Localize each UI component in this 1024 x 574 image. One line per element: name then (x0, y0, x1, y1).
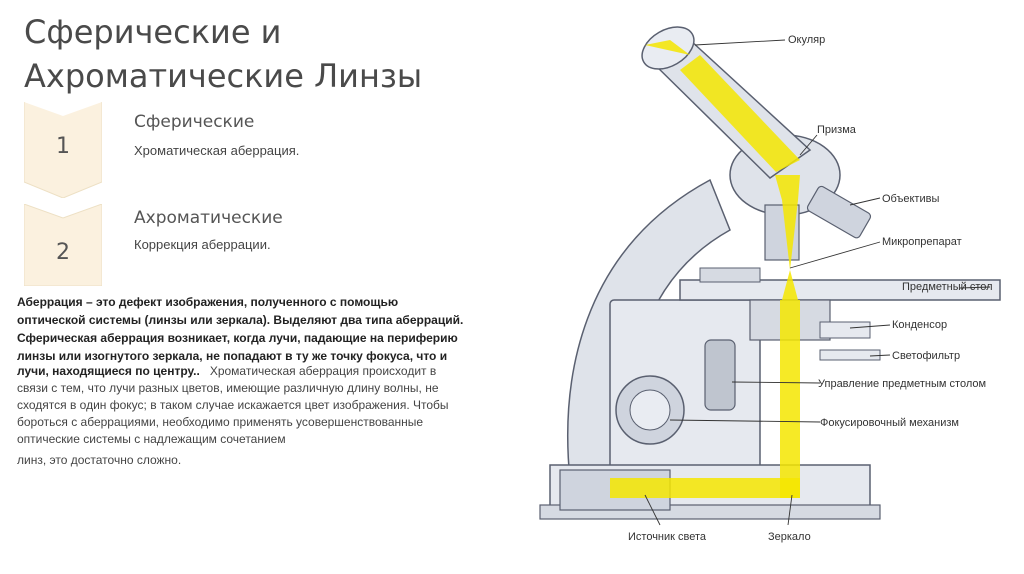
leader-focus (669, 419, 821, 423)
label-stage: Предметный стол (902, 281, 993, 293)
beam-focus-upper (782, 200, 798, 270)
page-title: Сферические и Ахроматические Линзы (24, 10, 544, 98)
chromatic-aberration-text: лучи, находящиеся по центру.. Хроматичес… (17, 363, 467, 469)
objective-side (806, 185, 872, 239)
beam-prism (775, 175, 800, 200)
step-2-chevron (24, 204, 102, 286)
step-1-chevron (24, 102, 102, 198)
condenser-knob (819, 321, 871, 339)
light-path (610, 40, 800, 498)
beam-eyepiece (680, 55, 800, 172)
leader-filter (869, 354, 891, 357)
label-objectives: Объективы (882, 193, 939, 205)
leader-stage-control (731, 381, 821, 384)
page-title-line-1: Сферические и (24, 13, 282, 51)
light-filter (819, 349, 881, 361)
label-prism: Призма (817, 124, 857, 136)
aberration-definition: Аберрация – это дефект изображения, полу… (17, 295, 464, 363)
beam-horizontal (610, 478, 800, 498)
leader-light-source (644, 494, 661, 526)
stage-clip (699, 267, 761, 283)
label-focus: Фокусировочный механизм (820, 417, 959, 429)
beam-vertical-lower (780, 300, 800, 498)
step-1-marker: 1 (24, 102, 102, 198)
label-stage-control: Управление предметным столом (818, 378, 986, 390)
step-2-title: Ахроматические (134, 208, 283, 228)
label-condenser: Конденсор (892, 319, 947, 331)
leader-stage (959, 286, 991, 289)
label-eyepiece: Окуляр (788, 34, 825, 46)
label-light-source: Источник света (628, 531, 707, 543)
focus-knob-center (629, 389, 671, 431)
step-2-description: Коррекция аберрации. (134, 237, 271, 252)
step-2-number: 2 (56, 240, 70, 265)
step-1-title: Сферические (134, 112, 255, 132)
objective-main (764, 204, 800, 261)
label-mirror: Зеркало (768, 531, 811, 543)
leader-mirror (787, 494, 793, 526)
stage-control-knob (704, 339, 736, 411)
leader-specimen (789, 241, 881, 269)
microscope-diagram: Окуляр Призма Объективы Микропрепарат Пр… (539, 26, 1001, 543)
step-2-marker: 2 (24, 204, 102, 294)
beam-focus-lower (782, 270, 798, 300)
leader-condenser (849, 324, 891, 329)
leader-eyepiece (694, 39, 786, 46)
step-1-description: Хроматическая аберрация. (134, 143, 300, 158)
leader-objectives (849, 197, 881, 206)
chromatic-aberration-body: Хроматическая аберрация происходит в свя… (17, 364, 449, 446)
chromatic-aberration-lead: лучи, находящиеся по центру.. (17, 364, 200, 378)
leader-prism (799, 134, 818, 156)
beam-exit (645, 40, 690, 55)
chromatic-aberration-tail: линз, это достаточно сложно. (17, 453, 182, 467)
label-filter: Светофильтр (892, 350, 960, 362)
label-specimen: Микропрепарат (882, 236, 962, 248)
leader-lines (644, 39, 991, 526)
page-title-line-2: Ахроматические Линзы (24, 57, 423, 95)
stage (679, 279, 1001, 301)
step-1-number: 1 (56, 134, 70, 159)
